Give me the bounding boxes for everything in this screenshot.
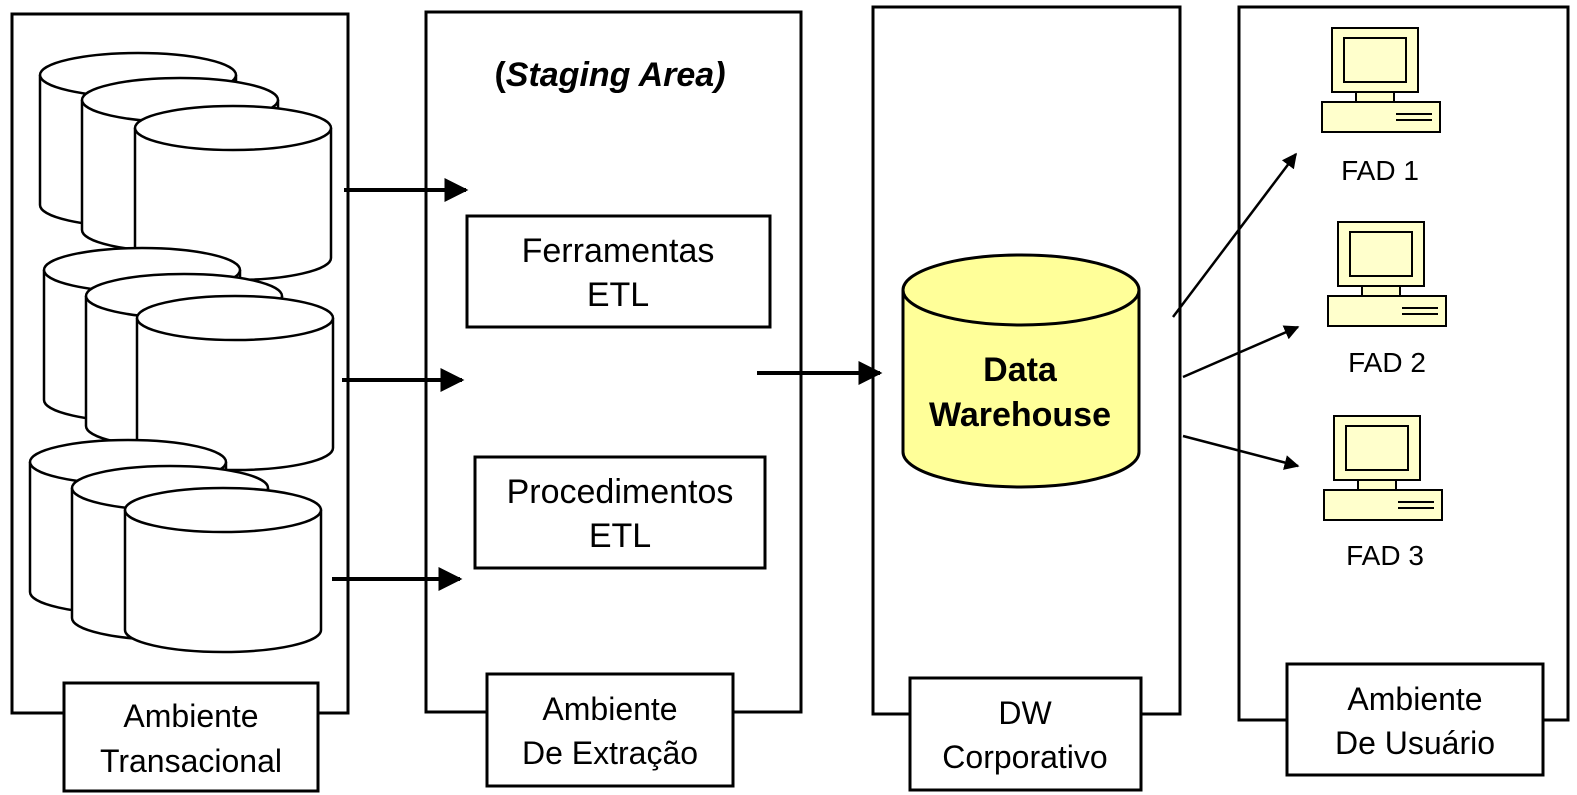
column-user-label-box (1285, 662, 1545, 777)
column-transactional-label-line1: Ambiente (123, 698, 258, 734)
workstation-label-3: FAD 3 (1346, 540, 1424, 571)
workstation-label-1: FAD 1 (1341, 155, 1419, 186)
column-extraction-label-box (485, 672, 735, 788)
column-extraction-label-line1: Ambiente (542, 691, 677, 727)
computer-icon (1323, 415, 1443, 521)
data-warehouse-line1: Data (983, 351, 1058, 389)
workstation-label-2: FAD 2 (1348, 347, 1426, 378)
column-extraction-frame (424, 10, 803, 714)
database-stack-3 (28, 438, 323, 654)
column-transactional-label-line2: Transacional (100, 743, 282, 779)
database-stack-1 (38, 51, 333, 282)
column-user-label-line1: Ambiente (1347, 681, 1482, 717)
computer-icon (1327, 221, 1447, 327)
etl-procedures-line2: ETL (589, 517, 651, 555)
database-stack-2 (42, 246, 335, 472)
etl-tools-line1: Ferramentas (522, 232, 715, 270)
column-dw-label-box (908, 676, 1143, 792)
column-extraction-label-line2: De Extração (522, 735, 698, 771)
database-icon (133, 104, 333, 282)
column-dw-label-line2: Corporativo (942, 739, 1107, 775)
column-transactional-label-box (62, 681, 320, 793)
column-user-label-line2: De Usuário (1335, 725, 1495, 761)
database-icon (135, 294, 335, 472)
computer-icon (1321, 27, 1441, 133)
staging-area-title: (Staging Area) (494, 56, 725, 94)
etl-tools-box (465, 214, 772, 329)
etl-tools-line2: ETL (587, 276, 649, 314)
column-dw-label-line1: DW (998, 695, 1052, 731)
database-icon (901, 253, 1141, 489)
database-icon (123, 486, 323, 654)
data-warehouse-cylinder (901, 290, 1141, 489)
data-warehouse-line2: Warehouse (929, 396, 1111, 434)
etl-procedures-line1: Procedimentos (507, 473, 734, 511)
etl-procedures-box (473, 455, 767, 570)
arrow-icon (1172, 152, 1297, 318)
